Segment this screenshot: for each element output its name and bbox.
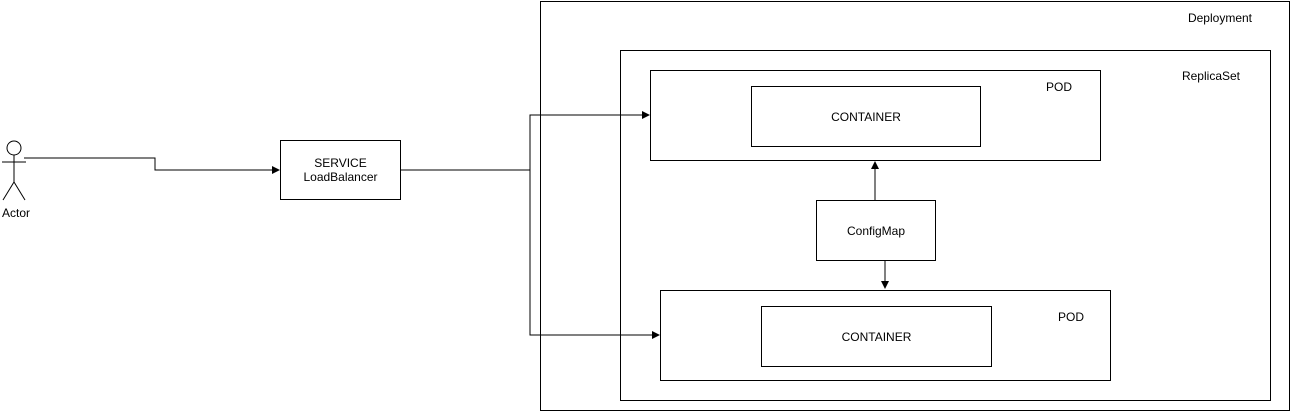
service-label: SERVICE LoadBalancer [281,156,400,184]
replicaset-box: ReplicaSet [620,50,1271,401]
actor-to-service-edge [24,157,280,174]
service-box: SERVICE LoadBalancer [280,140,401,200]
pod-top-container-label: CONTAINER [831,109,901,124]
pod-top-container-box: CONTAINER [751,86,981,147]
actor-icon [2,140,26,201]
configmap-box: ConfigMap [816,200,936,261]
replicaset-label: ReplicaSet [1181,69,1240,83]
service-label-line1: SERVICE [314,156,367,170]
deployment-label: Deployment [1187,11,1252,25]
service-label-line2: LoadBalancer [303,170,378,184]
pod-top-box: POD CONTAINER [650,70,1101,161]
service-to-pod-bottom-edge [529,170,660,339]
pod-bottom-label: POD [1058,310,1085,324]
pod-bottom-container-label: CONTAINER [841,329,912,344]
pod-bottom-container-box: CONTAINER [761,306,992,367]
pod-top-label: POD [1046,80,1073,94]
service-to-pod-top-edge [400,111,650,171]
actor-label: Actor [2,206,31,220]
configmap-label: ConfigMap [846,223,906,238]
pod-bottom-box: POD CONTAINER [660,290,1111,381]
